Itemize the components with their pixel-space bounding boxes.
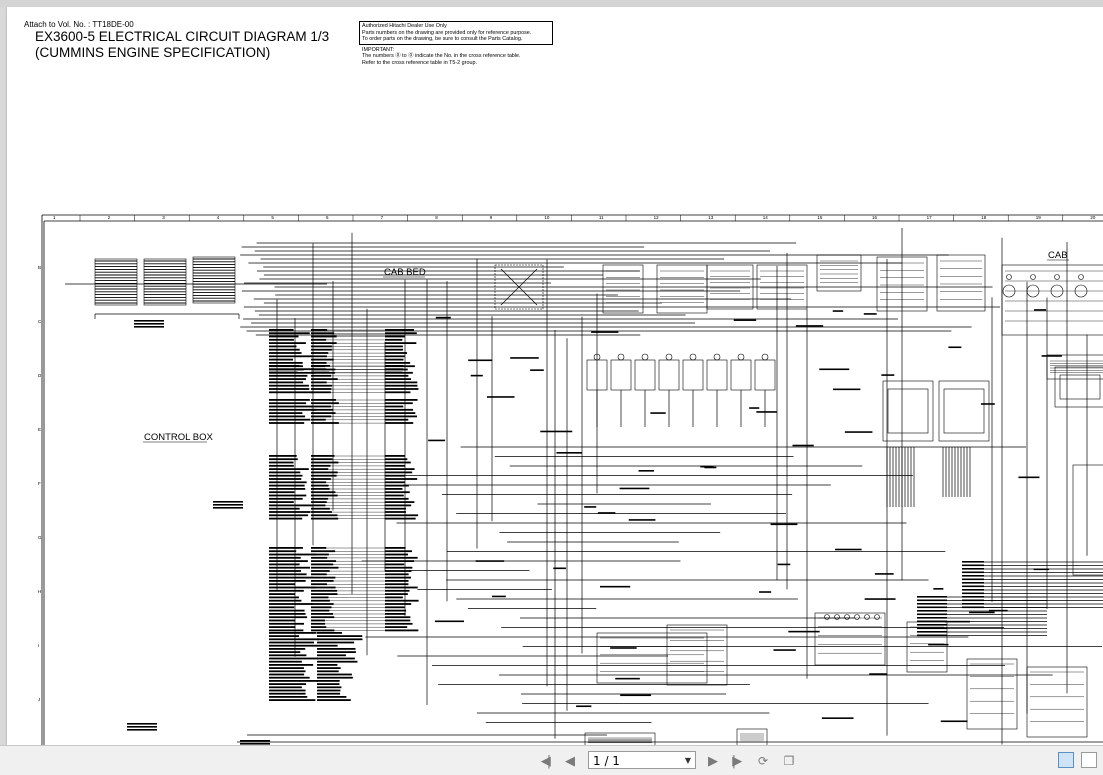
column-number: 2 (108, 215, 111, 220)
next-page-icon[interactable]: ▶︎ (708, 753, 718, 769)
document-page: Attach to Vol. No. : TT18DE-00 EX3600-5 … (7, 7, 1103, 745)
column-number: 3 (162, 215, 165, 220)
continuous-view-icon[interactable] (1081, 752, 1097, 768)
column-number: 19 (1036, 215, 1042, 220)
column-number: 15 (817, 215, 823, 220)
column-number: 9 (490, 215, 493, 220)
page-number-select[interactable]: 1 / 1 ▼ (588, 751, 696, 769)
chevron-down-icon: ▼ (684, 756, 691, 765)
column-number: 14 (763, 215, 769, 220)
control-box-label: CONTROL BOX (144, 432, 213, 443)
page-indicator: 1 / 1 (593, 754, 620, 768)
column-number: 17 (927, 215, 933, 220)
row-letter: C (38, 319, 42, 324)
column-number: 8 (435, 215, 438, 220)
column-number: 10 (544, 215, 550, 220)
row-letter: J (38, 697, 40, 702)
dealer-notice-box: Authorized Hitachi Dealer Use Only Parts… (359, 21, 553, 45)
column-number: 16 (872, 215, 878, 220)
column-number: 13 (708, 215, 714, 220)
column-number: 12 (654, 215, 660, 220)
important-line: Refer to the cross reference table in T5… (362, 59, 477, 66)
copy-page-icon[interactable]: ❐ (783, 754, 795, 768)
important-notice: IMPORTANT: The numbers ⓪ to ⓪ indicate t… (362, 47, 521, 66)
column-number: 5 (271, 215, 274, 220)
single-page-view-icon[interactable] (1058, 752, 1074, 768)
column-number: 4 (217, 215, 220, 220)
cab-label: CAB (1048, 250, 1068, 261)
row-letter: G (38, 535, 42, 540)
row-letter: B (38, 265, 41, 270)
important-line: IMPORTANT: (362, 47, 395, 53)
previous-page-icon[interactable]: ◀︎ (565, 753, 575, 769)
important-line: The numbers ⓪ to ⓪ indicate the No. in t… (362, 53, 521, 60)
column-number: 7 (381, 215, 384, 220)
cab-bed-label: CAB BED (384, 267, 426, 278)
row-letter: I (38, 643, 39, 648)
row-letter: D (38, 373, 42, 378)
column-number: 18 (981, 215, 987, 220)
notice-line: Parts numbers on the drawing are provide… (362, 29, 532, 36)
title-line-2: (CUMMINS ENGINE SPECIFICATION) (35, 45, 271, 60)
document-viewport[interactable]: Attach to Vol. No. : TT18DE-00 EX3600-5 … (0, 7, 1103, 745)
row-letter: F (38, 481, 41, 486)
column-number: 1 (53, 215, 56, 220)
viewer-toolbar: ◀︎| ◀︎ 1 / 1 ▼ ▶︎ |▶︎ ⟳ ❐ (0, 745, 1103, 775)
row-letter: H (38, 589, 41, 594)
row-letter: E (38, 427, 41, 432)
document-title: EX3600-5 ELECTRICAL CIRCUIT DIAGRAM 1/3 … (35, 29, 329, 61)
column-number: 11 (599, 215, 604, 220)
first-page-icon[interactable]: ◀︎| (540, 753, 552, 769)
column-number: 20 (1090, 215, 1096, 220)
notice-line: To order parts on the drawing, be sure t… (362, 36, 523, 43)
last-page-icon[interactable]: |▶︎ (731, 753, 743, 769)
column-number: 6 (326, 215, 329, 220)
rotate-icon[interactable]: ⟳ (757, 754, 769, 768)
title-line-1: EX3600-5 ELECTRICAL CIRCUIT DIAGRAM 1/3 (35, 29, 330, 44)
attach-reference: Attach to Vol. No. : TT18DE-00 (24, 20, 134, 29)
notice-line: Authorized Hitachi Dealer Use Only (362, 23, 447, 29)
